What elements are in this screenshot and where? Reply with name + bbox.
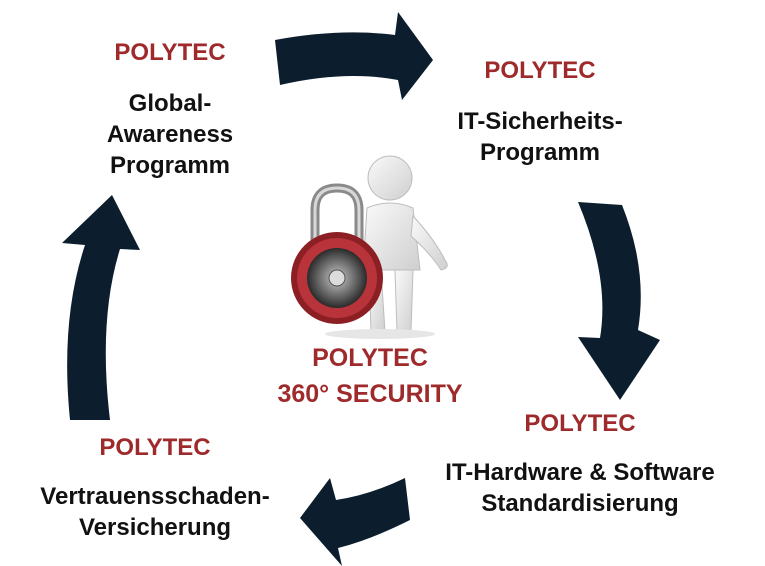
arrow-left-icon (62, 195, 140, 420)
bottom-left-line-2: Versicherung (78, 514, 232, 541)
top-right-block: POLYTEC IT-Sicherheits- Programm (415, 56, 665, 168)
top-left-block: POLYTEC Global- Awareness Programm (70, 38, 270, 181)
top-left-text: Global- Awareness Programm (70, 88, 270, 181)
top-right-line-1: IT-Sicherheits- (457, 108, 623, 135)
bottom-left-brand: POLYTEC (99, 434, 211, 461)
top-left-line-2: Awareness (106, 121, 234, 148)
bottom-right-text: IT-Hardware & Software Standardisierung (405, 457, 755, 519)
top-left-line-1: Global- (128, 90, 212, 117)
person-with-padlock (291, 155, 448, 339)
arrow-top-icon (275, 12, 433, 100)
center-tagline: 360° SECURITY (277, 380, 463, 408)
center-block: POLYTEC 360° SECURITY (250, 340, 490, 412)
top-left-brand: POLYTEC (114, 39, 226, 66)
bottom-left-text: Vertrauensschaden- Versicherung (0, 481, 310, 543)
bottom-right-line-1: IT-Hardware & Software (445, 459, 715, 486)
bottom-right-line-2: Standardisierung (481, 490, 679, 517)
center-brand: POLYTEC (312, 344, 428, 372)
padlock-icon (291, 183, 383, 324)
top-left-line-3: Programm (109, 152, 231, 179)
bottom-right-brand: POLYTEC (524, 410, 636, 437)
top-right-line-2: Programm (479, 139, 601, 166)
arrow-bottom-icon (300, 478, 410, 566)
top-right-brand: POLYTEC (484, 57, 596, 84)
bottom-left-block: POLYTEC Vertrauensschaden- Versicherung (0, 433, 310, 543)
top-right-text: IT-Sicherheits- Programm (415, 106, 665, 168)
arrow-right-icon (578, 202, 660, 400)
bottom-left-line-1: Vertrauensschaden- (40, 483, 270, 510)
bottom-right-block: POLYTEC IT-Hardware & Software Standardi… (405, 409, 755, 519)
